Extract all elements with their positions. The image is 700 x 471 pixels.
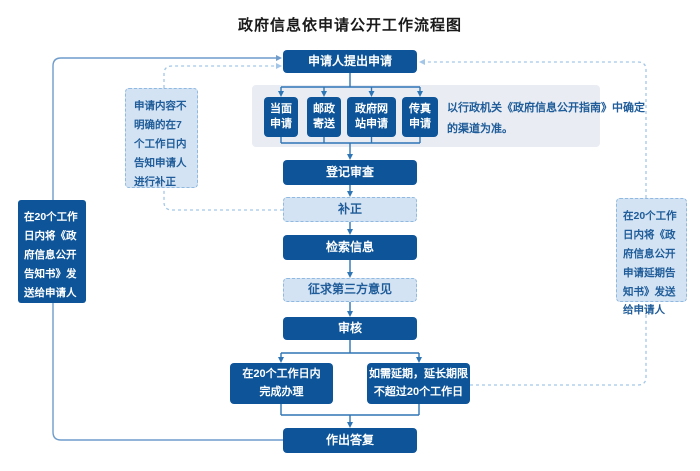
node-channel-postal: 邮政 寄送 xyxy=(307,97,341,137)
channel-line: 站申请 xyxy=(355,118,388,130)
channel-line: 申请 xyxy=(270,118,292,130)
node-channel-fax: 传真 申请 xyxy=(402,97,438,137)
channel-note: 以行政机关《政府信息公开指南》中确定的渠道为准。 xyxy=(447,102,645,135)
branch-line: 不超过20个工作日 xyxy=(373,385,464,398)
node-register-review: 登记审查 xyxy=(283,160,417,185)
branch-line: 如需延期，延长期限 xyxy=(369,368,468,381)
node-retrieve-info: 检索信息 xyxy=(283,235,417,260)
channel-line: 寄送 xyxy=(313,118,335,130)
diagram-title: 政府信息依申请公开工作流程图 xyxy=(237,17,462,34)
branch-line: 在20个工作日内 xyxy=(242,368,321,381)
channel-line: 政府网 xyxy=(355,102,388,115)
channel-line: 当面 xyxy=(270,102,292,115)
note-correction-hint: 申请内容不明确的在7个工作日内告知申请人进行补正 xyxy=(125,88,198,188)
node-channel-website: 政府网 站申请 xyxy=(347,97,396,137)
node-make-reply: 作出答复 xyxy=(283,428,417,453)
branch-line: 完成办理 xyxy=(259,385,304,398)
node-complete-in-20-days: 在20个工作日内 完成办理 xyxy=(230,363,333,404)
node-applicant-submits: 申请人提出申请 xyxy=(283,50,417,73)
channel-line: 申请 xyxy=(409,118,431,130)
note-extension-notice: 在20个工作日内将《政府信息公开申请延期告知书》发送给申请人 xyxy=(616,198,687,316)
node-extension-limit: 如需延期，延长期限 不超过20个工作日 xyxy=(367,363,470,404)
channel-line: 传真 xyxy=(409,102,431,115)
node-third-party-opinion: 征求第三方意见 xyxy=(283,278,417,302)
node-channel-in-person: 当面 申请 xyxy=(264,97,298,137)
node-review: 审核 xyxy=(283,317,417,340)
node-correction: 补正 xyxy=(283,197,417,222)
note-disclosure-notice: 在20个工作日内将《政府信息公开告知书》发送给申请人 xyxy=(18,200,86,303)
channel-line: 邮政 xyxy=(313,102,335,115)
